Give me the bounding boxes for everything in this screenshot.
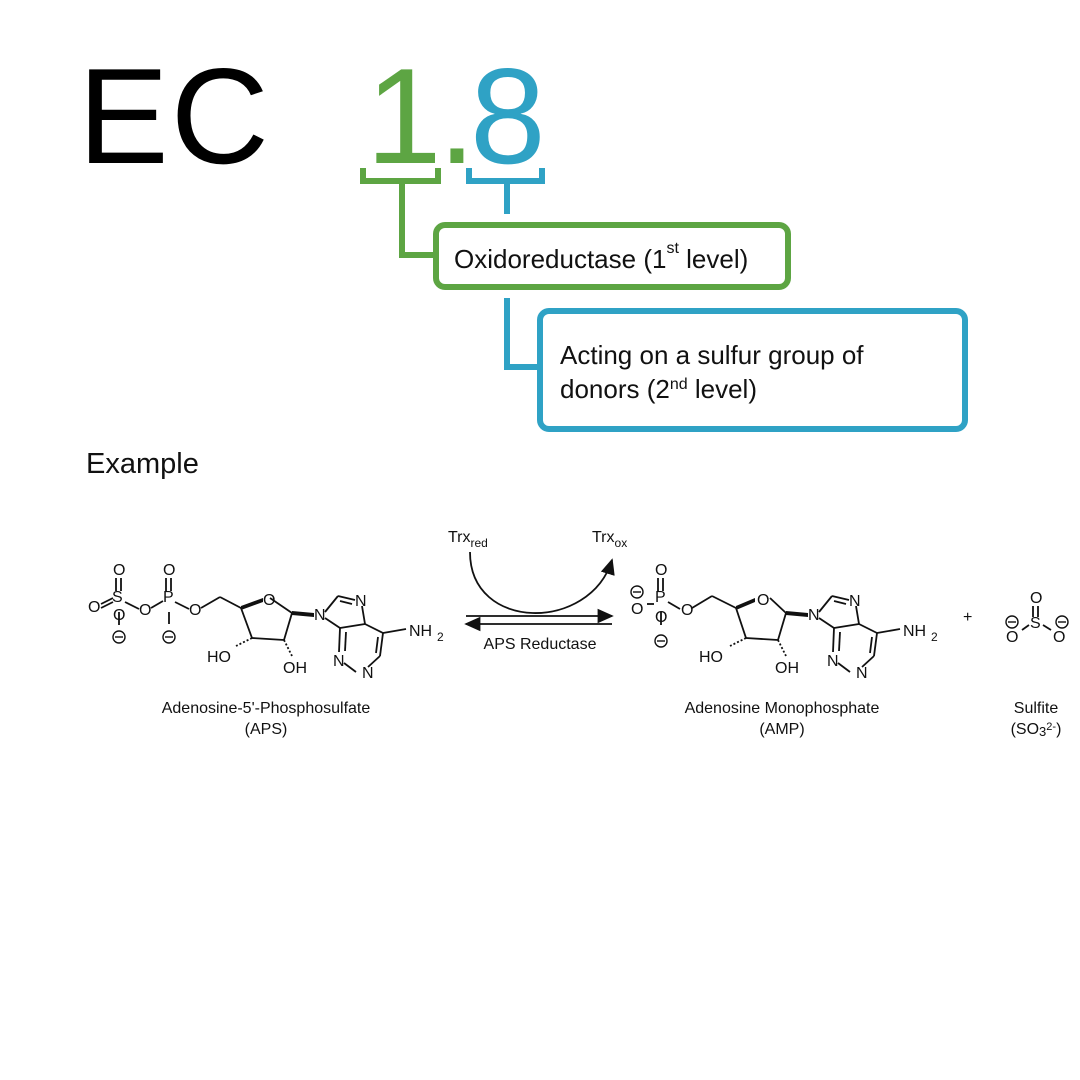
amp-atom-labels: O O P O O O HO OH N N N N NH 2 — [630, 562, 938, 682]
atom-O: O — [631, 601, 643, 618]
atom-O: O — [113, 607, 125, 624]
atom-subscript-2: 2 — [437, 630, 444, 644]
atom-subscript-2: 2 — [931, 630, 938, 644]
aps-abbr: (APS) — [244, 721, 288, 738]
enzyme-label: APS Reductase — [484, 636, 597, 653]
level2-box: Acting on a sulfur group of donors (2nd … — [537, 308, 968, 432]
atom-N: N — [314, 607, 326, 624]
level2-text-line2: donors (2 — [560, 374, 670, 404]
atom-O: O — [189, 602, 201, 619]
atom-HO: HO — [699, 649, 723, 666]
level1-bracket — [360, 168, 441, 258]
level1-superscript: st — [666, 240, 679, 257]
plus-sign: + — [963, 609, 972, 626]
atom-N: N — [808, 607, 820, 624]
sulfite-molecule — [1021, 606, 1052, 631]
atom-N: N — [355, 593, 367, 610]
atom-P: P — [163, 589, 174, 606]
atom-HO: HO — [207, 649, 231, 666]
atom-O: O — [113, 562, 125, 579]
ec-level1-digit: 1 — [366, 40, 442, 192]
trx-reduced-label: Trxred — [448, 529, 488, 550]
reaction-drawing: O S O O O P O O O HO OH N N N N NH 2 Trx… — [88, 529, 1069, 682]
trx-oxidized-label: Trxox — [592, 529, 627, 550]
atom-O: O — [757, 592, 769, 609]
atom-O: O — [655, 609, 667, 626]
atom-OH: OH — [283, 660, 307, 677]
level2-suffix: level) — [687, 374, 757, 404]
sulfite-atom-labels: O S O O — [1005, 590, 1069, 646]
level2-text-line1: Acting on a sulfur group of — [560, 340, 864, 370]
atom-N: N — [827, 653, 839, 670]
level2-bracket — [466, 168, 545, 370]
sulfite-caption: Sulfite (SO32-) — [996, 698, 1076, 740]
level1-box: Oxidoreductase (1st level) — [433, 222, 791, 290]
example-title: Example — [86, 448, 199, 480]
atom-S: S — [1030, 615, 1041, 632]
ec-prefix: EC — [78, 40, 271, 192]
atom-O: O — [139, 602, 151, 619]
sulfite-formula: (SO32-) — [1010, 721, 1062, 739]
atom-O: O — [88, 599, 100, 616]
aps-atom-labels: O S O O O P O O O HO OH N N N N NH 2 — [88, 562, 444, 682]
atom-O: O — [263, 592, 275, 609]
reaction-scheme: O S O O O P O O O HO OH N N N N NH 2 Trx… — [0, 520, 1080, 760]
level1-text: Oxidoreductase (1 — [454, 244, 667, 274]
atom-N: N — [362, 665, 374, 682]
ec-separator: . — [438, 40, 476, 192]
amp-name: Adenosine Monophosphate — [684, 700, 880, 717]
aps-molecule — [100, 578, 407, 673]
atom-O: O — [681, 602, 693, 619]
atom-O: O — [163, 562, 175, 579]
ec-level2-digit: 8 — [470, 40, 546, 192]
equilibrium-arrows — [464, 551, 615, 632]
bracket-connectors — [360, 168, 545, 370]
amp-caption: Adenosine Monophosphate (AMP) — [652, 698, 912, 740]
atom-O: O — [1030, 590, 1042, 607]
amp-abbr: (AMP) — [759, 721, 805, 738]
level2-superscript: nd — [669, 376, 688, 393]
atom-O: O — [655, 562, 667, 579]
atom-O: O — [1006, 629, 1018, 646]
aps-name: Adenosine-5'-Phosphosulfate — [161, 700, 371, 717]
aps-caption: Adenosine-5'-Phosphosulfate (APS) — [126, 698, 406, 740]
atom-NH: NH — [903, 623, 926, 640]
sulfite-name: Sulfite — [1013, 700, 1059, 717]
atom-P: P — [655, 589, 666, 606]
atom-O: O — [1053, 629, 1065, 646]
atom-N: N — [333, 653, 345, 670]
atom-S: S — [112, 589, 123, 606]
atom-NH: NH — [409, 623, 432, 640]
level1-suffix: level) — [678, 244, 749, 274]
atom-N: N — [856, 665, 868, 682]
amp-molecule — [647, 578, 901, 673]
atom-OH: OH — [775, 660, 799, 677]
atom-N: N — [849, 593, 861, 610]
